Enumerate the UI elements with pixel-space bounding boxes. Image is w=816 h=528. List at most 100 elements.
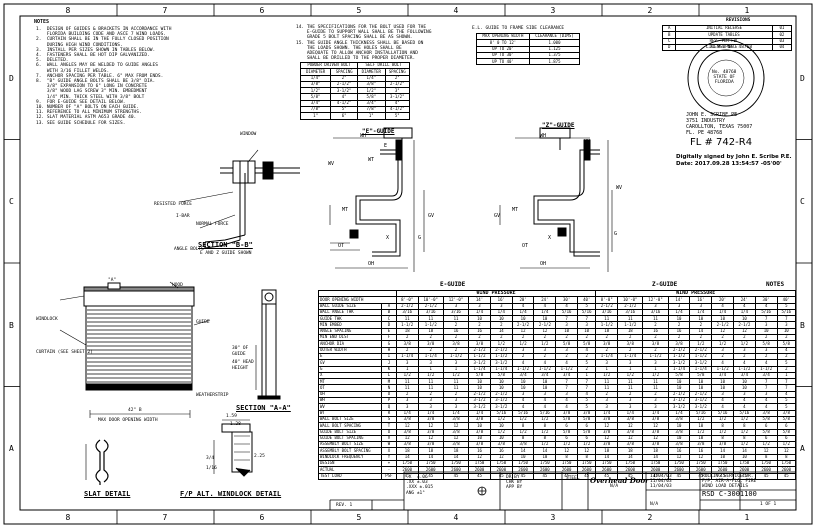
table-cell: 3/4 [732,371,756,380]
table-cell: E [318,352,382,361]
note-line: E-GUIDE TO SUPPORT WALL SHALL BE THE FOL… [296,30,432,36]
windlock-callout: 1/16 [206,466,217,471]
table-cell: 10 [511,384,535,392]
elevation-callout: "A" [108,278,117,283]
table-row: 5/8"4"5/8"3-1/2" [299,93,411,101]
table-cell: 4 [776,390,797,399]
table-cell: 2 [442,390,470,399]
table-cell: 01 [771,24,793,33]
section-bb-sub: E AND Z GUIDE SHOWN [200,251,252,256]
table-cell: 3/8 [442,415,470,424]
table-cell: 1/2 [732,441,756,449]
table-cell: 45 [577,472,597,480]
tolerance-line: .XX ±.03 [406,480,428,486]
table-cell: 1750 [776,459,797,468]
digital-signature: Digitally signed by John E. Scribe P.E.D… [676,154,792,168]
table-cell: 1/4" [299,74,332,82]
note-line: 5. DELETED. [36,58,69,64]
table-cell: 8 [711,434,734,443]
table-cell: 1/4 [511,308,535,317]
revisions-title: REVISIONS [726,18,751,23]
table-cell: WALL BOLT SIZE [318,415,382,424]
dim-label: MT [512,207,519,213]
table-cell: 1750 [511,459,535,468]
table-cell: SELF DRILL BOLT [357,61,410,70]
table-cell: 8 [732,422,756,430]
table-cell: 3/8 [667,441,691,449]
table-cell: 3-1/2 [689,359,713,367]
table-cell: 45 [533,472,557,480]
row-label-right: C [800,197,805,207]
table-cell: 3/16 [642,308,669,317]
table-cell: 11 [642,378,669,386]
section-b-callout: ANGLE BOLTS [174,247,204,252]
elevation-callout: CURTAIN (SEE SHEET 2) [36,350,93,355]
table-cell: 1/2 [533,415,557,424]
table-cell: 2 [511,334,535,342]
table-cell: 8 [577,453,597,462]
table-cell: OT [318,384,382,392]
dim-label: OT [338,243,345,249]
table-cell: 1/2 [511,340,535,348]
col-label-bottom: 8 [65,513,71,522]
table-cell: 1/2 [511,415,535,424]
col-label-bottom: 7 [162,513,168,522]
table-cell: 1750 [732,459,756,468]
dim-label: OH [540,261,547,267]
table-cell: 2 [642,346,669,354]
table-cell: MT [318,378,382,386]
table-cell: 12 [642,434,669,443]
section-a-callout: 40" HEAD [232,360,254,365]
table-cell: 1750 [577,459,597,468]
engineer-line: FL. PE 48768 [686,130,723,136]
table-cell: 1/2 [689,340,713,348]
table-cell: 5/8 [577,340,597,348]
table-cell: 2-1/2 [511,321,535,329]
seal-line: No. 48768 [712,70,737,75]
table-cell: 16 [442,327,470,336]
table-cell: 5/8 [776,340,797,348]
table-cell: 4-1/2" [384,106,411,114]
table-cell: OH [318,390,382,399]
table-cell: 45 [689,472,713,480]
table-cell: 3-1/2 [667,403,691,411]
dim-label: WH [540,133,547,139]
table-cell: 12 [667,453,691,462]
material-value: STEEL [566,476,580,481]
table-cell: 4 [711,403,734,411]
table-cell: 8 [776,453,797,462]
elevation-callout: GUIDE [196,320,210,325]
dim-label: G [418,235,422,241]
table-cell: 2 [533,352,557,361]
finish-value: N/A [610,484,619,489]
table-cell: 2600 [776,466,797,474]
table-cell: 3 [511,346,535,354]
table-cell: 5 [577,397,597,405]
table-cell: 3 [732,346,756,354]
dim-label: X [386,235,390,241]
engineer-line: CAROLLTON, TEXAS 75007 [686,124,753,130]
table-cell: 5/8 [689,371,713,380]
table-cell: 2 [442,321,470,329]
table-cell: 12'-0" [642,296,669,304]
table-cell: 1750 [442,459,470,468]
dim-label: GV [428,213,435,219]
row-label-left: B [9,320,14,330]
table-cell: 4" [384,99,411,108]
table-cell: MAX OPENING WIDTH [476,32,530,41]
table-cell: 2 [776,334,797,342]
table-cell: 3 [577,321,597,329]
table-cell: 1750 [533,459,557,468]
table-cell: 1/4 [442,409,470,417]
table-cell: 2-1/2 [667,390,691,399]
table-cell: 3-1/2 [689,403,713,411]
table-cell: 3 [442,403,470,411]
